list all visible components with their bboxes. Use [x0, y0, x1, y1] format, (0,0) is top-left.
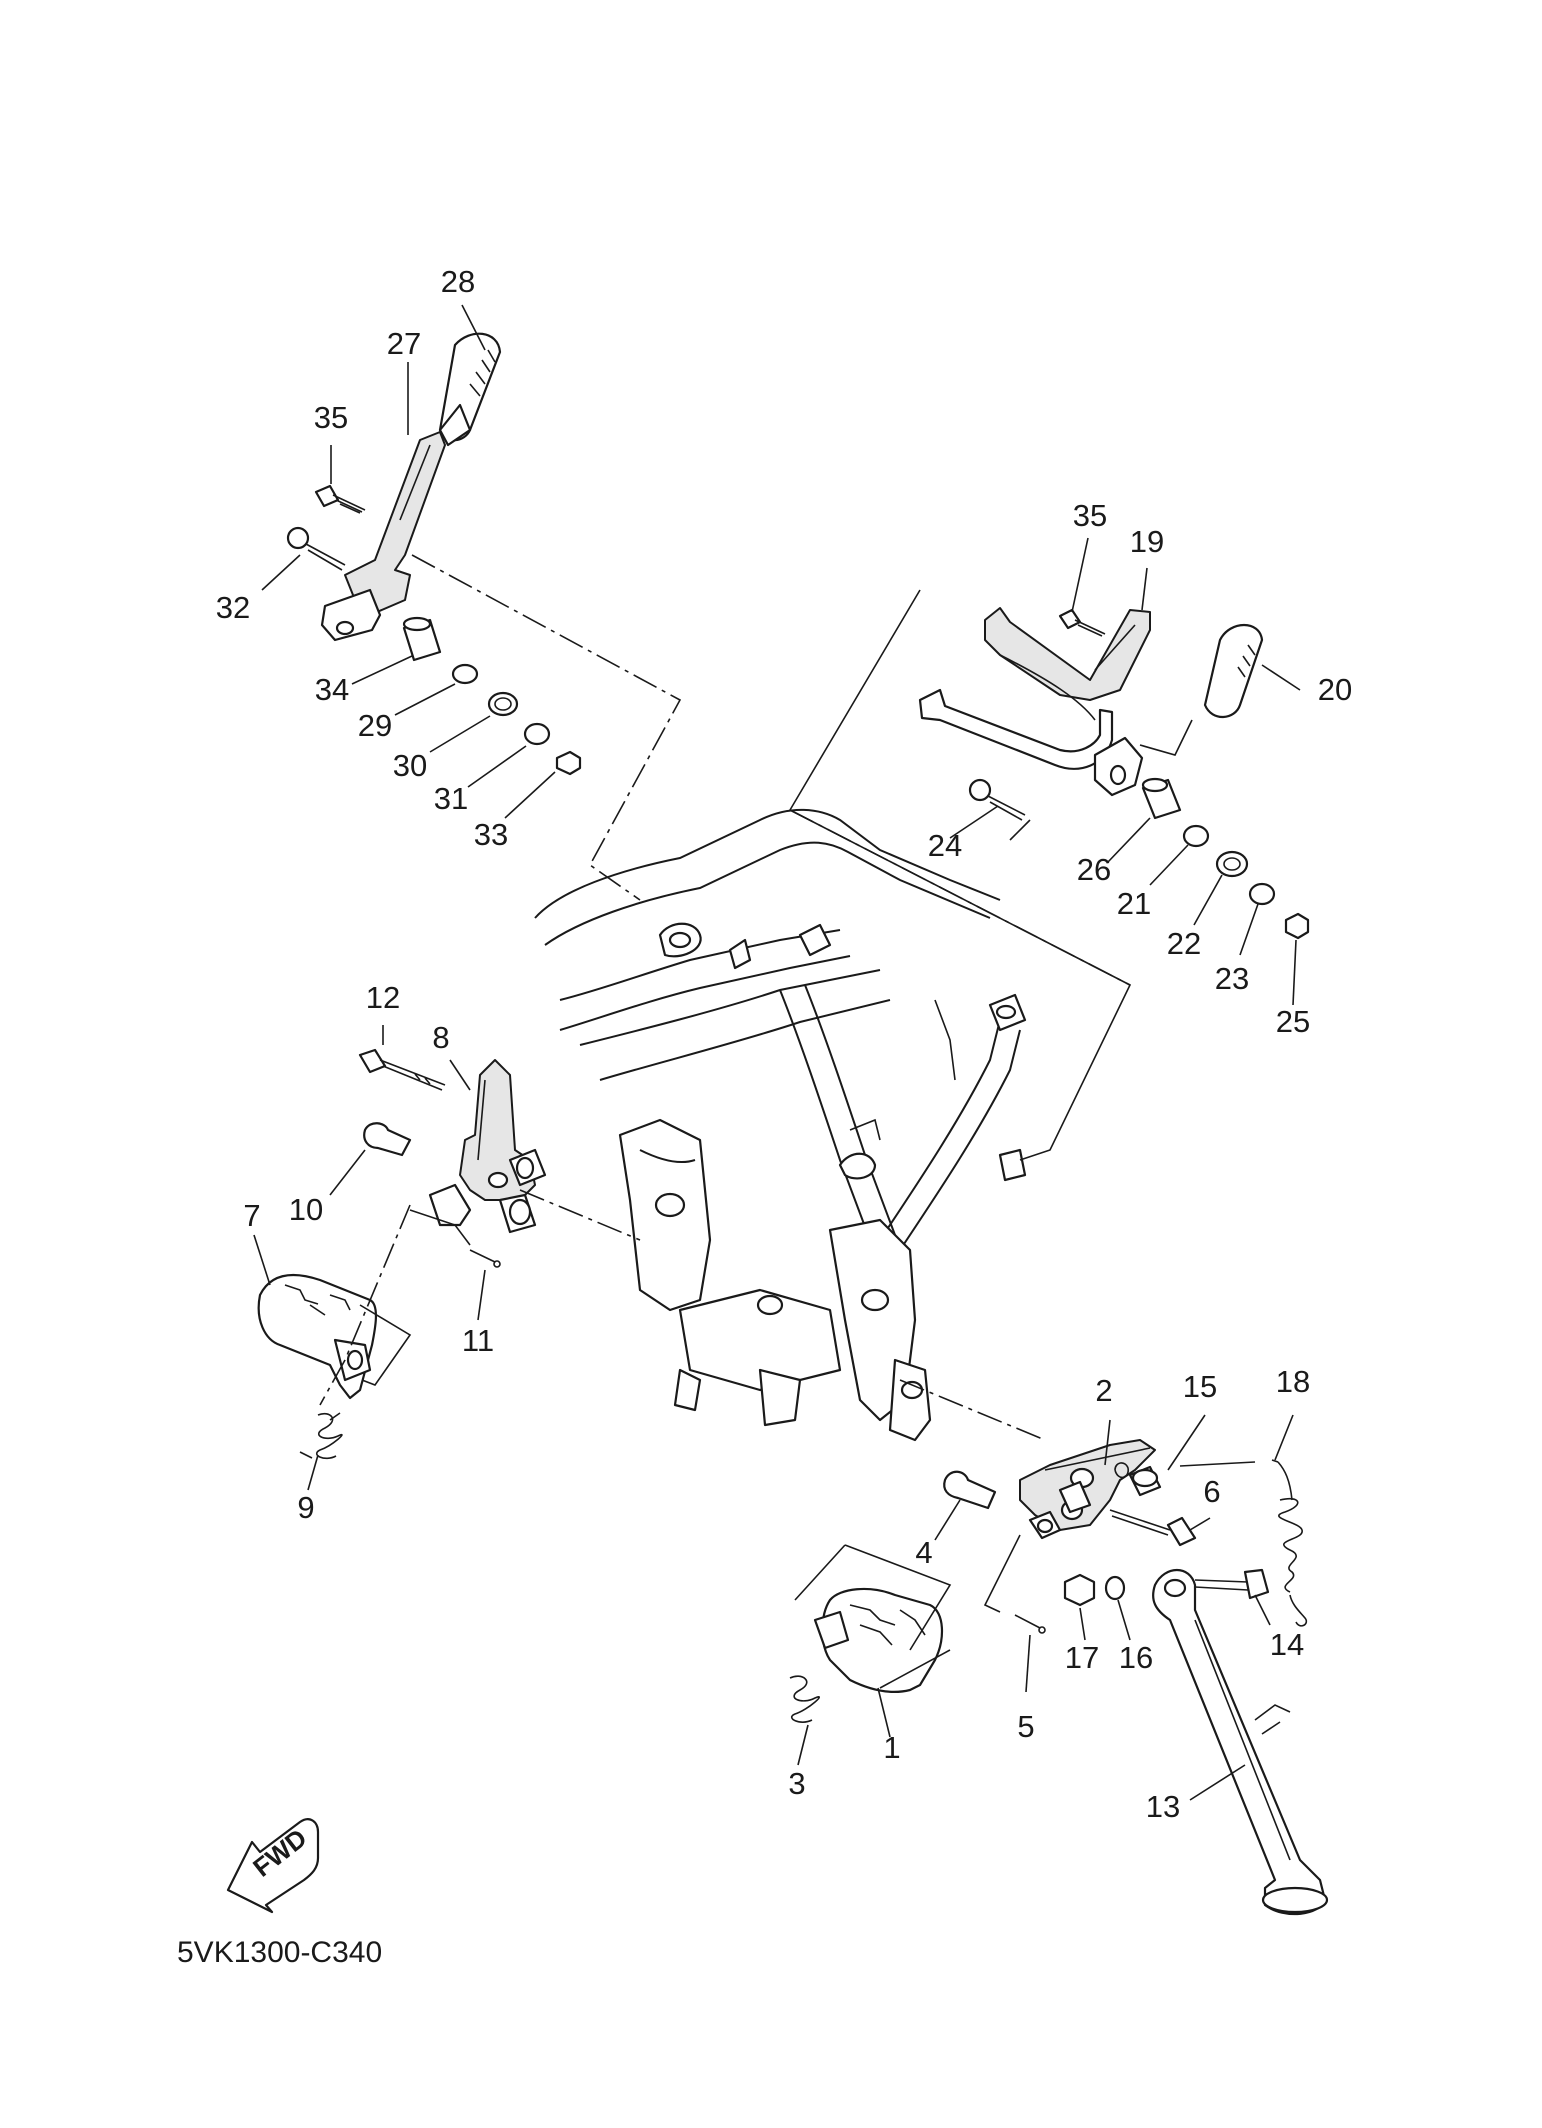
- callout-16: 16: [1119, 1640, 1153, 1675]
- callout-35: 35: [314, 400, 348, 435]
- callout-28: 28: [441, 264, 475, 299]
- callout-34: 34: [315, 672, 349, 707]
- callout-22: 22: [1167, 926, 1201, 961]
- callout-33: 33: [474, 817, 508, 852]
- callout-8: 8: [432, 1020, 449, 1055]
- callout-30: 30: [393, 748, 427, 783]
- part-number-labels: 28 27 35 32 34 29 30 31 33 35 19 20 24 2…: [216, 264, 1352, 1824]
- callout-25: 25: [1276, 1004, 1310, 1039]
- callout-26: 26: [1077, 852, 1111, 887]
- motorcycle-frame: [534, 808, 1027, 1442]
- callout-14: 14: [1270, 1627, 1304, 1662]
- right-front-footrest-sidestand-assembly: [789, 1379, 1329, 1916]
- callout-27: 27: [387, 326, 421, 361]
- callout-5: 5: [1017, 1709, 1034, 1744]
- callout-31: 31: [434, 781, 468, 816]
- callout-12: 12: [366, 980, 400, 1015]
- callout-24: 24: [928, 828, 962, 863]
- callout-17: 17: [1065, 1640, 1099, 1675]
- callout-21: 21: [1117, 886, 1151, 921]
- callout-19: 19: [1130, 524, 1164, 559]
- callout-leaders: [253, 304, 1301, 1801]
- left-front-footrest-assembly: [257, 1048, 641, 1460]
- callout-10: 10: [289, 1192, 323, 1227]
- callout-29: 29: [358, 708, 392, 743]
- callout-7: 7: [243, 1198, 260, 1233]
- callout-1: 1: [883, 1730, 900, 1765]
- callout-3: 3: [788, 1766, 805, 1801]
- callout-20: 20: [1318, 672, 1352, 707]
- callout-2: 2: [1095, 1373, 1112, 1408]
- callout-4: 4: [915, 1535, 932, 1570]
- callout-13: 13: [1146, 1789, 1180, 1824]
- callout-9: 9: [297, 1490, 314, 1525]
- callout-18: 18: [1276, 1364, 1310, 1399]
- callout-15: 15: [1183, 1369, 1217, 1404]
- callout-35-right: 35: [1073, 498, 1107, 533]
- callout-6: 6: [1203, 1474, 1220, 1509]
- fwd-arrow-icon: FWD: [226, 1818, 320, 1914]
- left-rear-footrest-assembly: [286, 332, 682, 901]
- callout-32: 32: [216, 590, 250, 625]
- right-rear-footrest-assembly: [788, 589, 1310, 1161]
- callout-11: 11: [462, 1323, 494, 1358]
- diagram-code: 5VK1300-C340: [177, 1936, 382, 1969]
- callout-23: 23: [1215, 961, 1249, 996]
